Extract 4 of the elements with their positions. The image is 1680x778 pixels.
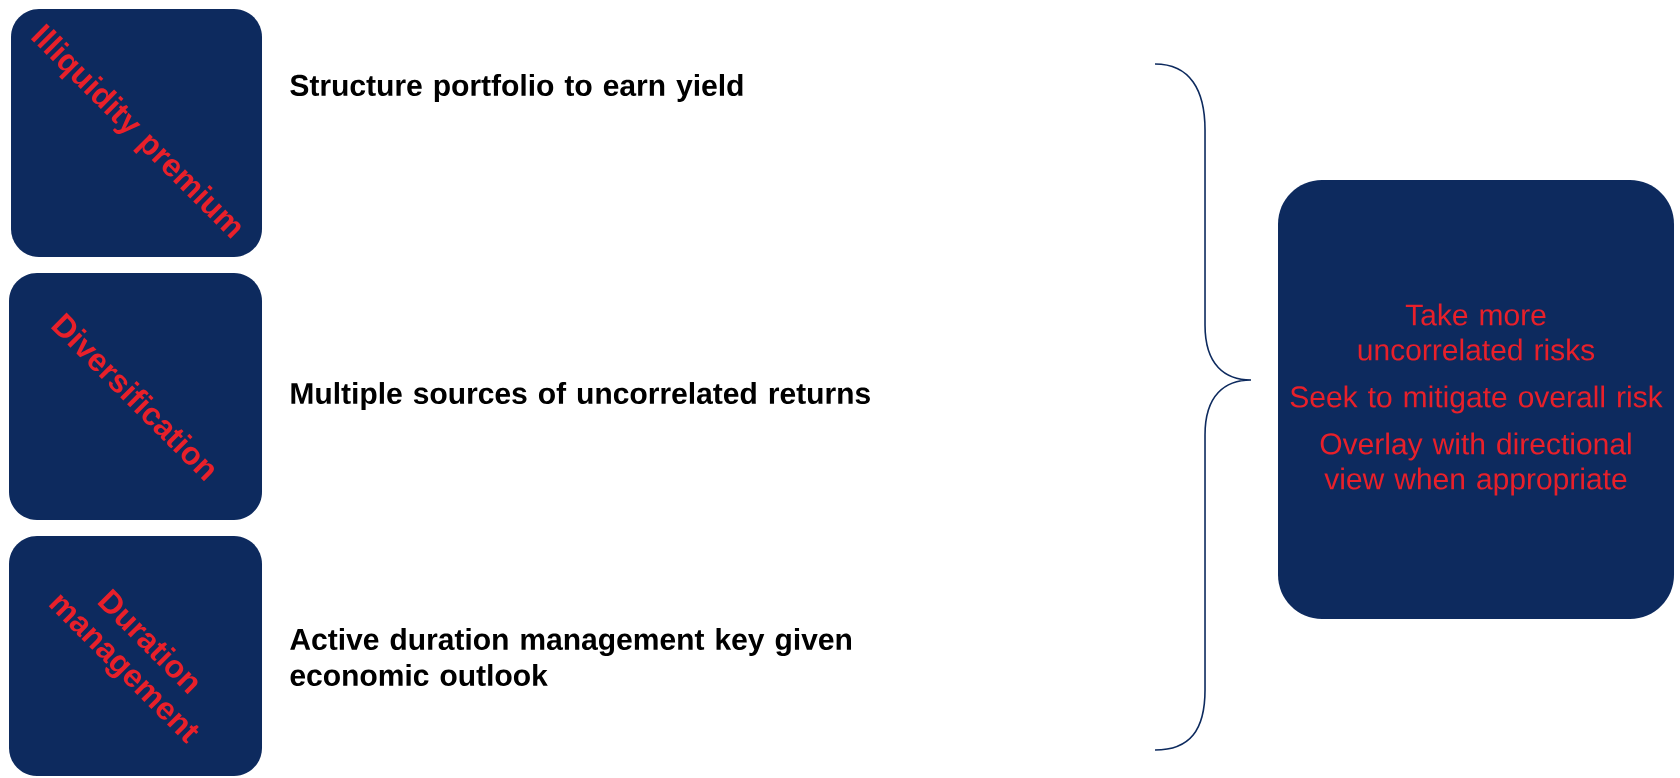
rounded-box: Take more uncorrelated risks Seek to mitigate overall risk Overlay with directional view when appropriate: [1278, 180, 1674, 619]
statement-text: Structure portfolio to earn yield: [290, 74, 743, 102]
statement-text: Active duration management key given economic outlook: [290, 628, 851, 686]
statement-text: Multiple sources of uncorrelated returns: [291, 382, 870, 410]
